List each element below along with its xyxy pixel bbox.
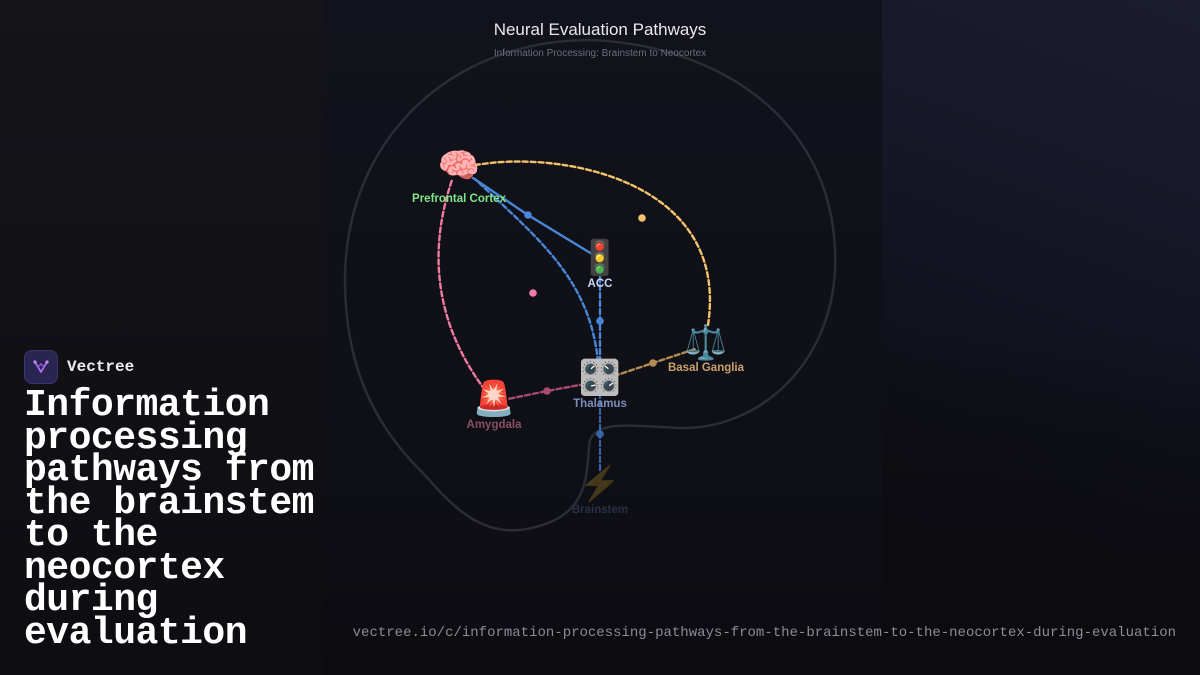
pathway-thalamus-amygdala	[506, 382, 587, 401]
headline: Information processing pathways from the…	[24, 384, 314, 655]
node-label-basal: Basal Ganglia	[667, 362, 745, 374]
diagram-title: Neural Evaluation Pathways	[493, 20, 707, 39]
siren-icon: 🚨	[472, 380, 516, 418]
center-panel-background	[322, 0, 882, 675]
brand: Vectree	[24, 350, 134, 384]
brand-name: Vectree	[67, 358, 135, 376]
pathway-marker-amygdala-prefrontal	[529, 289, 537, 297]
pathway-marker-thalamus-amygdala	[543, 387, 551, 395]
pathway-thalamus-prefrontal	[474, 178, 600, 364]
brain-icon: 🧠	[437, 147, 481, 185]
node-label-amygdala: Amygdala	[466, 419, 522, 431]
lightning-icon: ⚡	[578, 465, 622, 503]
page-url[interactable]: vectree.io/c/information-processing-path…	[352, 625, 1176, 641]
pathway-marker-thalamus-acc	[596, 317, 604, 325]
node-label-thalamus: Thalamus	[573, 398, 627, 410]
pathway-marker-basal-prefrontal	[638, 214, 646, 222]
vectree-logo-icon	[24, 350, 58, 384]
right-panel-fade	[882, 330, 1200, 675]
node-label-brainstem: Brainstem	[571, 504, 629, 516]
pathway-marker-acc-prefrontal	[524, 211, 532, 219]
pathway-marker-brainstem-thalamus	[596, 430, 604, 438]
node-label-prefrontal: Prefrontal Cortex	[412, 193, 506, 205]
scales-icon: ⚖️	[684, 324, 728, 362]
pathway-basal-prefrontal	[474, 160, 712, 327]
pathway-marker-thalamus-basal	[649, 359, 657, 367]
head-outline	[343, 38, 837, 532]
control-knobs-icon: 🎛️	[578, 359, 622, 397]
diagram-subtitle: Information Processing: Brainstem to Neo…	[493, 48, 707, 59]
traffic-light-icon: 🚦	[578, 239, 622, 277]
pathway-amygdala-prefrontal	[437, 178, 487, 392]
left-panel-background	[0, 0, 322, 675]
node-label-acc: ACC	[587, 278, 613, 290]
pathway-markers	[524, 211, 657, 438]
